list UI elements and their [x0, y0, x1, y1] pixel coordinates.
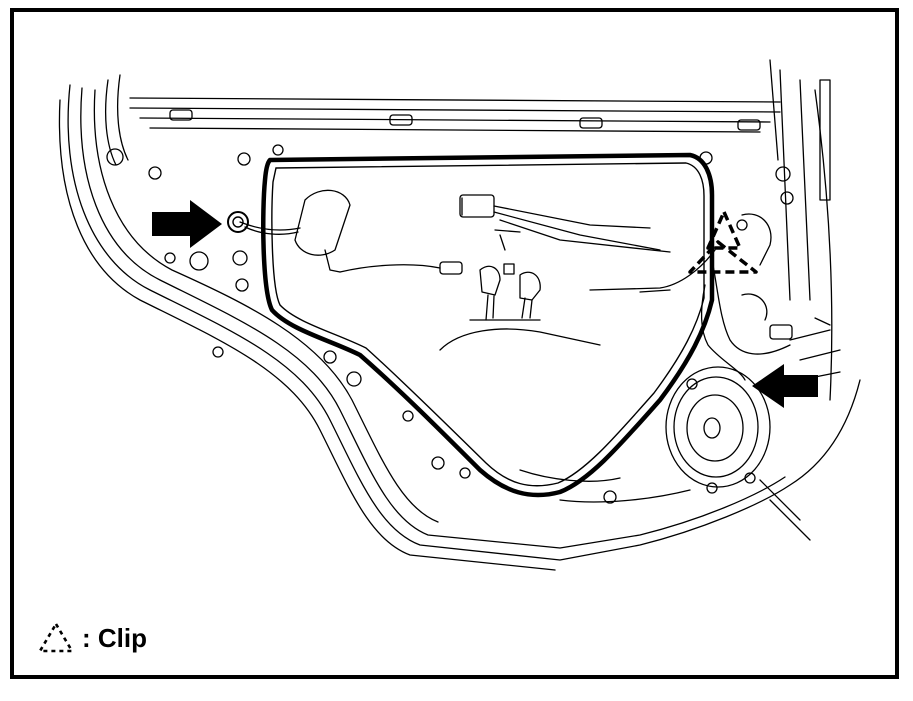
door-outline-inner2: [93, 89, 439, 523]
clip-triangle-dashed-icon: [688, 210, 758, 274]
arrow-left-icon: [752, 364, 818, 408]
speaker: [665, 366, 771, 488]
legend-label: : Clip: [82, 622, 147, 653]
arrow-right-icon: [152, 200, 222, 248]
legend: : Clip: [36, 618, 147, 658]
weather-seal: [261, 152, 715, 498]
door-outline-outer: [67, 84, 861, 561]
wire-harness-left: [239, 221, 301, 231]
wire-harness-right: [711, 259, 791, 355]
grommet: [227, 211, 249, 233]
clip-triangle-dashed-icon: [38, 622, 74, 653]
window-rail: [129, 97, 781, 103]
door-outline-inner1: [80, 87, 786, 549]
